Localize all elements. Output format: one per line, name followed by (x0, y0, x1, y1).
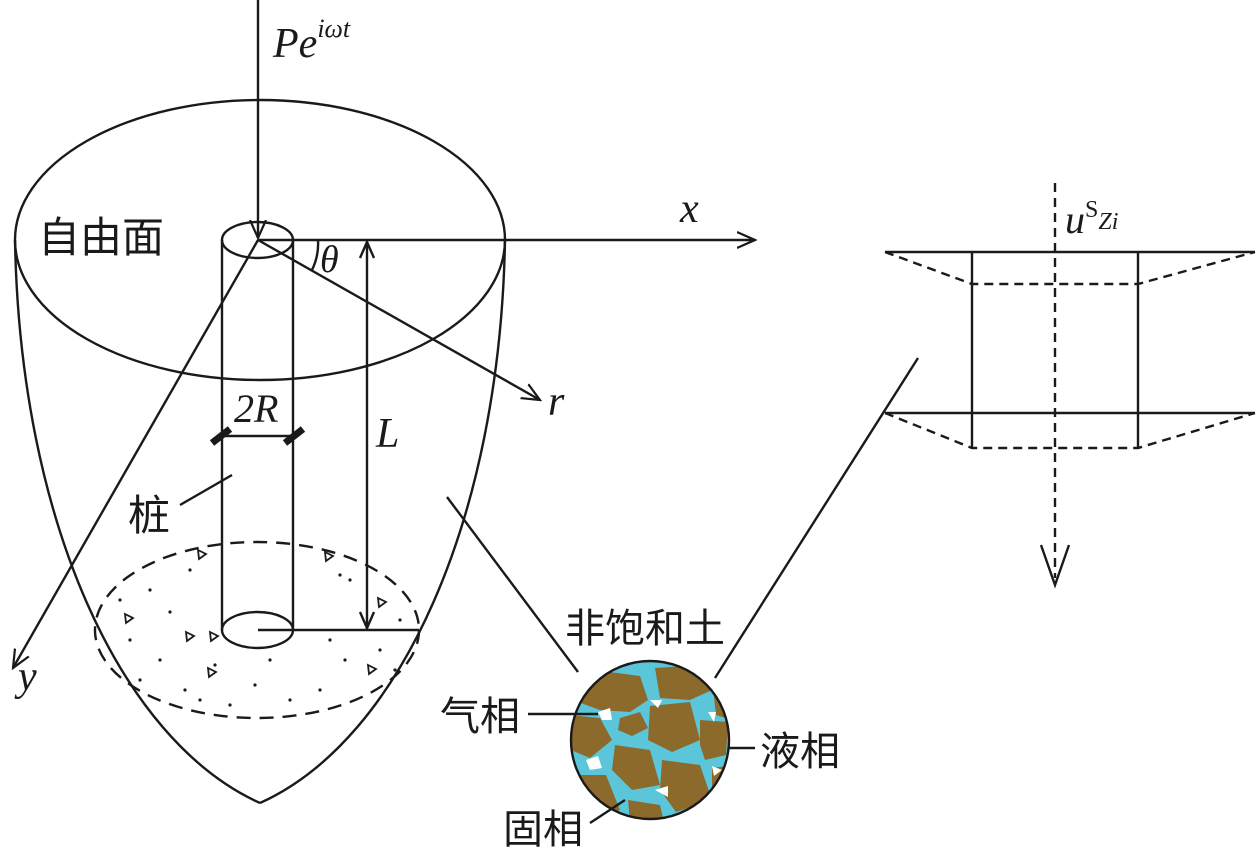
displacement-sub: Zi (1098, 209, 1118, 235)
load-e: e (299, 21, 318, 67)
displacement-u: u (1065, 197, 1085, 242)
diameter-dimension (209, 426, 306, 446)
gas-phase-label: 气相 (440, 694, 520, 740)
r-axis (257, 238, 540, 400)
soil-right-boundary (259, 239, 507, 805)
soil-left-boundary (13, 239, 261, 805)
axes (13, 240, 755, 668)
solid-leader (589, 798, 626, 825)
soil-phase-circle (569, 659, 731, 821)
displacement-label: uSZi (1065, 197, 1118, 242)
y-axis (13, 239, 260, 668)
pile-label: 桩 (128, 491, 170, 540)
load-P: P (272, 21, 299, 67)
y-axis-label: y (14, 654, 37, 700)
zoom-leader-left (446, 496, 579, 673)
length-dimension (358, 239, 376, 631)
zoom-leader-right (713, 357, 920, 679)
unsaturated-soil-label: 非饱和土 (565, 606, 725, 652)
diameter-label: 2R (234, 386, 278, 431)
load-exponent: iωt (317, 14, 351, 43)
liquid-phase-label: 液相 (760, 729, 840, 775)
x-axis-label: x (679, 186, 699, 232)
theta-arc (310, 239, 320, 271)
r-axis-label: r (548, 379, 565, 425)
soil-speckles (118, 568, 402, 707)
load-label: Peiωt (272, 14, 351, 67)
solid-phase-label: 固相 (503, 807, 583, 853)
soil-triangles (123, 548, 388, 679)
soil-element (884, 183, 1256, 589)
pile-leader (179, 473, 233, 507)
soil-body (13, 98, 507, 805)
displacement-sup: S (1085, 197, 1098, 223)
length-label: L (375, 411, 399, 457)
gas-pockets (586, 700, 722, 797)
free-surface-label: 自由面 (38, 213, 164, 262)
theta-label: θ (320, 239, 339, 281)
